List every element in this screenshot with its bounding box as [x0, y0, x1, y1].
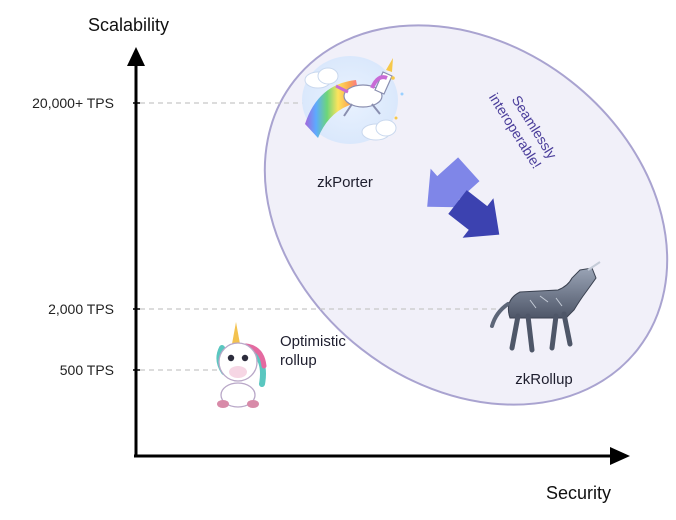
optimistic-label-line-1: Optimistic: [280, 333, 346, 350]
x-axis-arrowhead: [610, 447, 630, 465]
zkporter-label: zkPorter: [317, 174, 373, 191]
optimistic-label-line-2: rollup: [280, 352, 317, 369]
tick-label-2000: 2,000 TPS: [48, 301, 114, 317]
y-axis-title: Scalability: [88, 15, 169, 35]
cute-unicorn-icon: [216, 322, 267, 408]
zk-region-ellipse: [263, 24, 669, 406]
x-axis-title: Security: [546, 483, 611, 503]
y-axis-arrowhead: [127, 47, 145, 66]
interoperability-arrows-icon: [427, 157, 500, 238]
rainbow-unicorn-icon: [302, 56, 404, 144]
robot-unicorn-icon: [490, 261, 601, 353]
tick-label-500: 500 TPS: [60, 362, 114, 378]
zkrollup-label: zkRollup: [515, 371, 573, 388]
tick-label-20000: 20,000+ TPS: [32, 95, 114, 111]
